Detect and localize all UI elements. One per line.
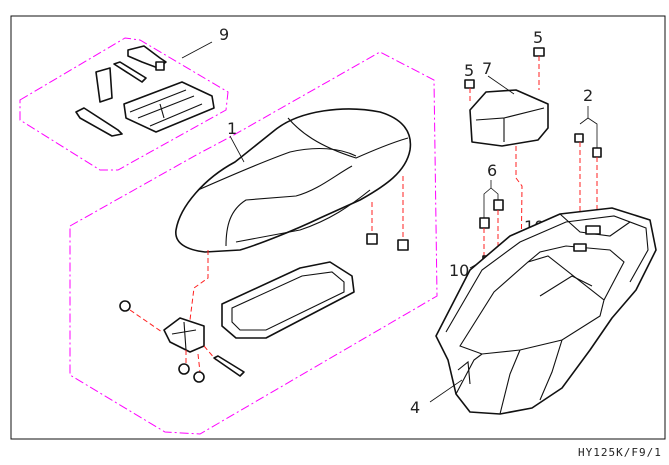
callout-6: 6: [487, 161, 497, 180]
seat-group-outline: [69, 51, 438, 435]
tool-kit-group: [19, 37, 229, 171]
hinge-nut: [193, 371, 205, 383]
callout-5-right: 5: [533, 28, 543, 47]
seat-cushion: [175, 108, 412, 253]
callout-1: 1: [227, 119, 237, 138]
tool-kit-group-outline: [19, 37, 229, 171]
drawing-code: HY125K/F9/1: [578, 446, 662, 459]
hinge-bolt: [119, 300, 131, 312]
seat-bumper: [366, 233, 378, 245]
luggage-box: [435, 207, 657, 415]
clip-6: [479, 217, 490, 229]
seat: [175, 108, 412, 253]
clip-6: [493, 199, 504, 211]
screw-5-right: [533, 47, 545, 57]
callout-7: 7: [482, 59, 492, 78]
callout-5-left: 5: [464, 61, 474, 80]
seat-frame-gasket: [221, 261, 355, 339]
storage-box-small: [469, 89, 549, 147]
socket-wrench: [95, 67, 113, 103]
hinge-nut: [178, 363, 190, 375]
spanner: [75, 107, 123, 137]
box-mount: [573, 243, 587, 252]
seat-bumper: [397, 239, 409, 251]
callout-10-lower: 10: [449, 261, 469, 280]
hinge-pin: [213, 355, 245, 377]
box-mount: [585, 225, 601, 235]
callout-2: 2: [583, 86, 593, 105]
screw-5-left: [464, 79, 475, 89]
bolt-2: [574, 133, 584, 143]
tool-pouch: [123, 81, 215, 133]
callout-9: 9: [219, 25, 229, 44]
diagram-frame: [10, 15, 666, 440]
callout-4: 4: [410, 398, 420, 417]
screwdriver: [113, 61, 147, 83]
bolt-2: [592, 147, 602, 158]
luggage-box-body: [435, 207, 657, 415]
